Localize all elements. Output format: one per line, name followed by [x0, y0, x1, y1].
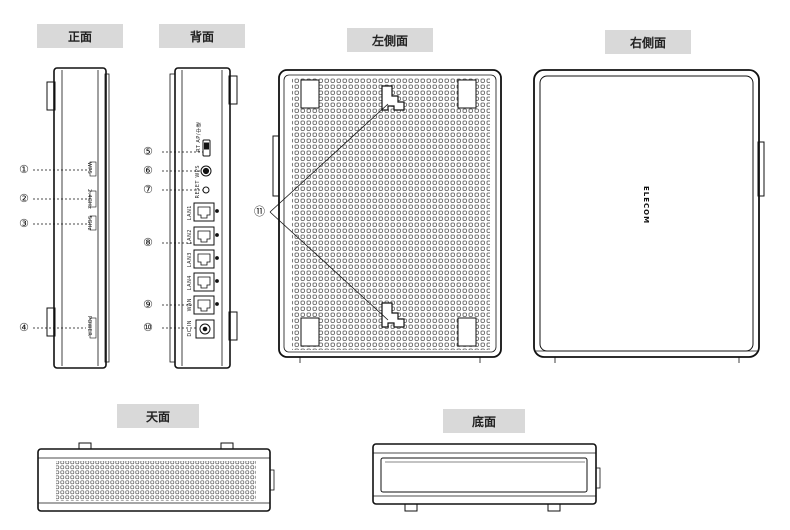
- port-label-mode-switch: RT AP/中継: [196, 122, 202, 152]
- callout-6: ⑥: [143, 164, 153, 177]
- port-label-wps: WPS: [195, 165, 201, 178]
- label-front: 正面: [37, 24, 123, 48]
- callout-9: ⑨: [143, 298, 153, 311]
- callout-10: ⑩: [143, 321, 153, 334]
- led-label-power: POWER: [86, 316, 92, 337]
- brand-logo: ELECOM: [642, 186, 650, 225]
- label-right-side: 右側面: [605, 30, 691, 54]
- port-label-lan1: LAN1: [187, 205, 193, 221]
- callout-11: ⑪: [254, 205, 265, 218]
- port-label-lan4: LAN4: [187, 275, 193, 291]
- label-back: 背面: [159, 24, 245, 48]
- callout-3: ③: [19, 217, 29, 230]
- port-label-lan2: LAN2: [187, 229, 193, 245]
- led-label-24ghz: 2.4GHz: [86, 189, 92, 210]
- port-label-dc-in: DC IN: [187, 320, 193, 337]
- port-label-reset: RESET: [195, 180, 201, 199]
- led-label-wps: WPS: [86, 162, 92, 175]
- callout-4: ④: [19, 321, 29, 334]
- callout-1: ①: [19, 163, 29, 176]
- label-left-side: 左側面: [347, 28, 433, 52]
- front-view: [33, 67, 110, 369]
- callout-7: ⑦: [143, 183, 153, 196]
- callout-8: ⑧: [143, 236, 153, 249]
- port-label-wan: WAN: [187, 298, 193, 312]
- callout-5: ⑤: [143, 145, 153, 158]
- left-side-view: [269, 69, 502, 363]
- label-bottom: 底面: [443, 409, 525, 433]
- right-side-view: [533, 69, 765, 363]
- label-top: 天面: [117, 404, 199, 428]
- led-label-5ghz: 5GHz: [86, 216, 92, 231]
- back-view: [162, 67, 238, 369]
- callout-2: ②: [19, 192, 29, 205]
- port-label-lan3: LAN3: [187, 252, 193, 268]
- top-view: [37, 442, 275, 512]
- bottom-view: [372, 443, 601, 512]
